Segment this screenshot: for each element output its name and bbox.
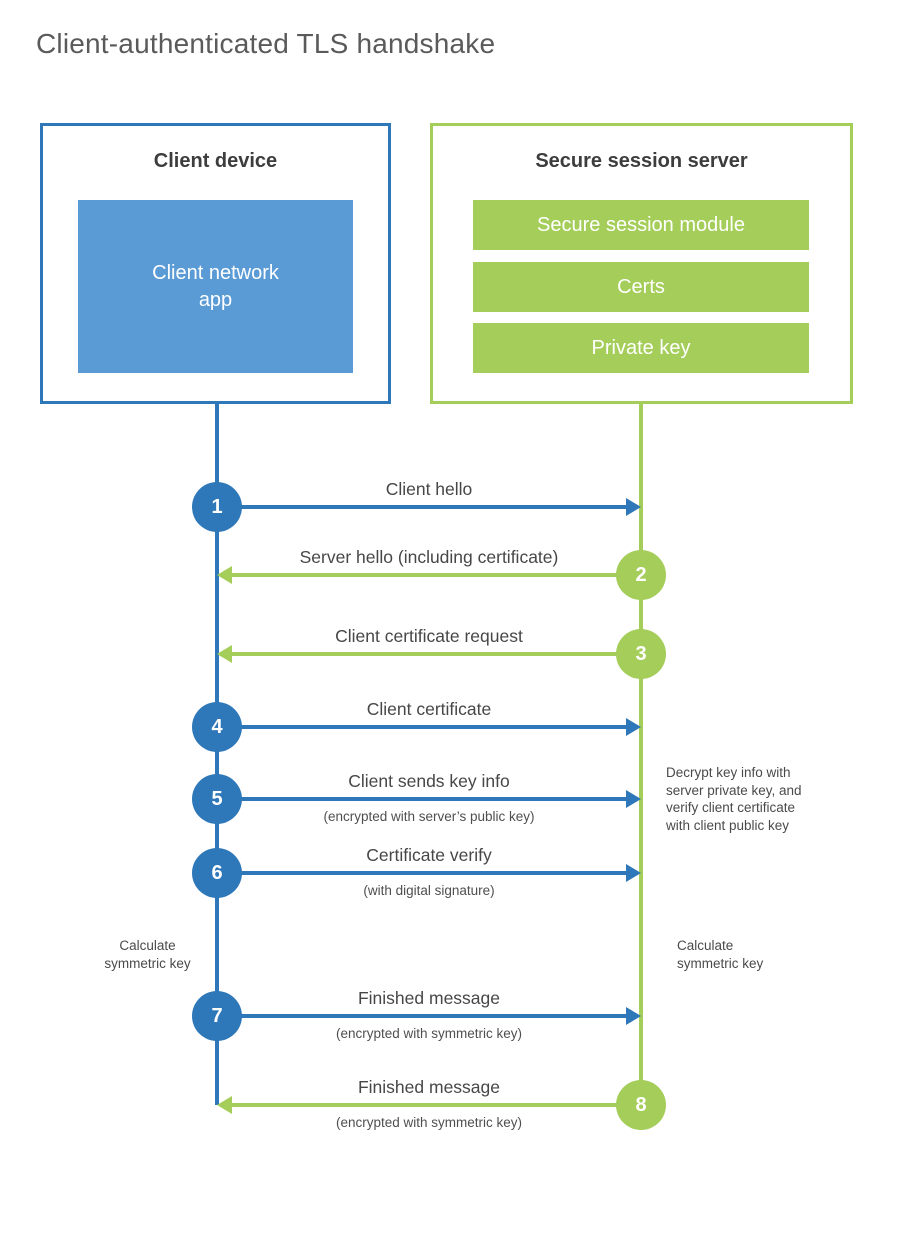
msg-label-cert-request: Client certificate request — [335, 626, 523, 646]
secure-session-module: Secure session module — [473, 200, 809, 250]
msg-line-2 — [232, 573, 641, 577]
msg-line-4 — [217, 725, 626, 729]
step-circle-3: 3 — [616, 629, 666, 679]
server-lifeline — [639, 404, 643, 1130]
msg-label-finished-client: Finished message — [357, 988, 501, 1008]
step-circle-7: 7 — [192, 991, 242, 1041]
msg-label-key-info: Client sends key info — [348, 771, 510, 791]
certs-module: Certs — [473, 262, 809, 312]
msg-sub-cert-verify: (with digital signature) — [363, 883, 495, 898]
step-circle-1: 1 — [192, 482, 242, 532]
msg-sub-finished-client: (encrypted with symmetric key) — [335, 1026, 523, 1041]
msg-line-3 — [232, 652, 641, 656]
arrowhead-right-icon — [626, 790, 641, 808]
arrowhead-right-icon — [626, 1007, 641, 1025]
private-key-module: Private key — [473, 323, 809, 373]
msg-label-server-hello: Server hello (including certificate) — [299, 547, 559, 567]
msg-line-6 — [217, 871, 626, 875]
step-circle-5: 5 — [192, 774, 242, 824]
msg-line-1 — [217, 505, 626, 509]
decrypt-note: Decrypt key info with server private key… — [666, 765, 802, 833]
arrowhead-left-icon — [217, 566, 232, 584]
msg-sub-key-info: (encrypted with server’s public key) — [323, 809, 535, 824]
client-device-title: Client device — [153, 150, 278, 172]
client-device-box: Client device Client network app — [40, 123, 391, 404]
msg-label-cert-verify: Certificate verify — [366, 845, 492, 865]
arrowhead-right-icon — [626, 864, 641, 882]
step-circle-8: 8 — [616, 1080, 666, 1130]
msg-label-finished-server: Finished message — [357, 1077, 501, 1097]
msg-line-8 — [232, 1103, 641, 1107]
calc-symmetric-key-left: Calculate symmetric key — [104, 938, 191, 971]
step-circle-6: 6 — [192, 848, 242, 898]
msg-sub-finished-server: (encrypted with symmetric key) — [335, 1115, 523, 1130]
msg-label-client-cert: Client certificate — [366, 699, 492, 719]
secure-session-server-box: Secure session server Secure session mod… — [430, 123, 853, 404]
calc-symmetric-key-right: Calculate symmetric key — [677, 938, 764, 971]
secure-session-server-title: Secure session server — [535, 150, 748, 172]
arrowhead-right-icon — [626, 718, 641, 736]
arrowhead-left-icon — [217, 1096, 232, 1114]
step-circle-2: 2 — [616, 550, 666, 600]
arrowhead-left-icon — [217, 645, 232, 663]
client-lifeline — [215, 404, 219, 1105]
msg-line-5 — [217, 797, 626, 801]
msg-line-7 — [217, 1014, 626, 1018]
client-network-app-module: Client network app — [78, 200, 353, 373]
step-circle-4: 4 — [192, 702, 242, 752]
msg-label-client-hello: Client hello — [385, 479, 473, 499]
arrowhead-right-icon — [626, 498, 641, 516]
page-title: Client-authenticated TLS handshake — [36, 28, 496, 59]
